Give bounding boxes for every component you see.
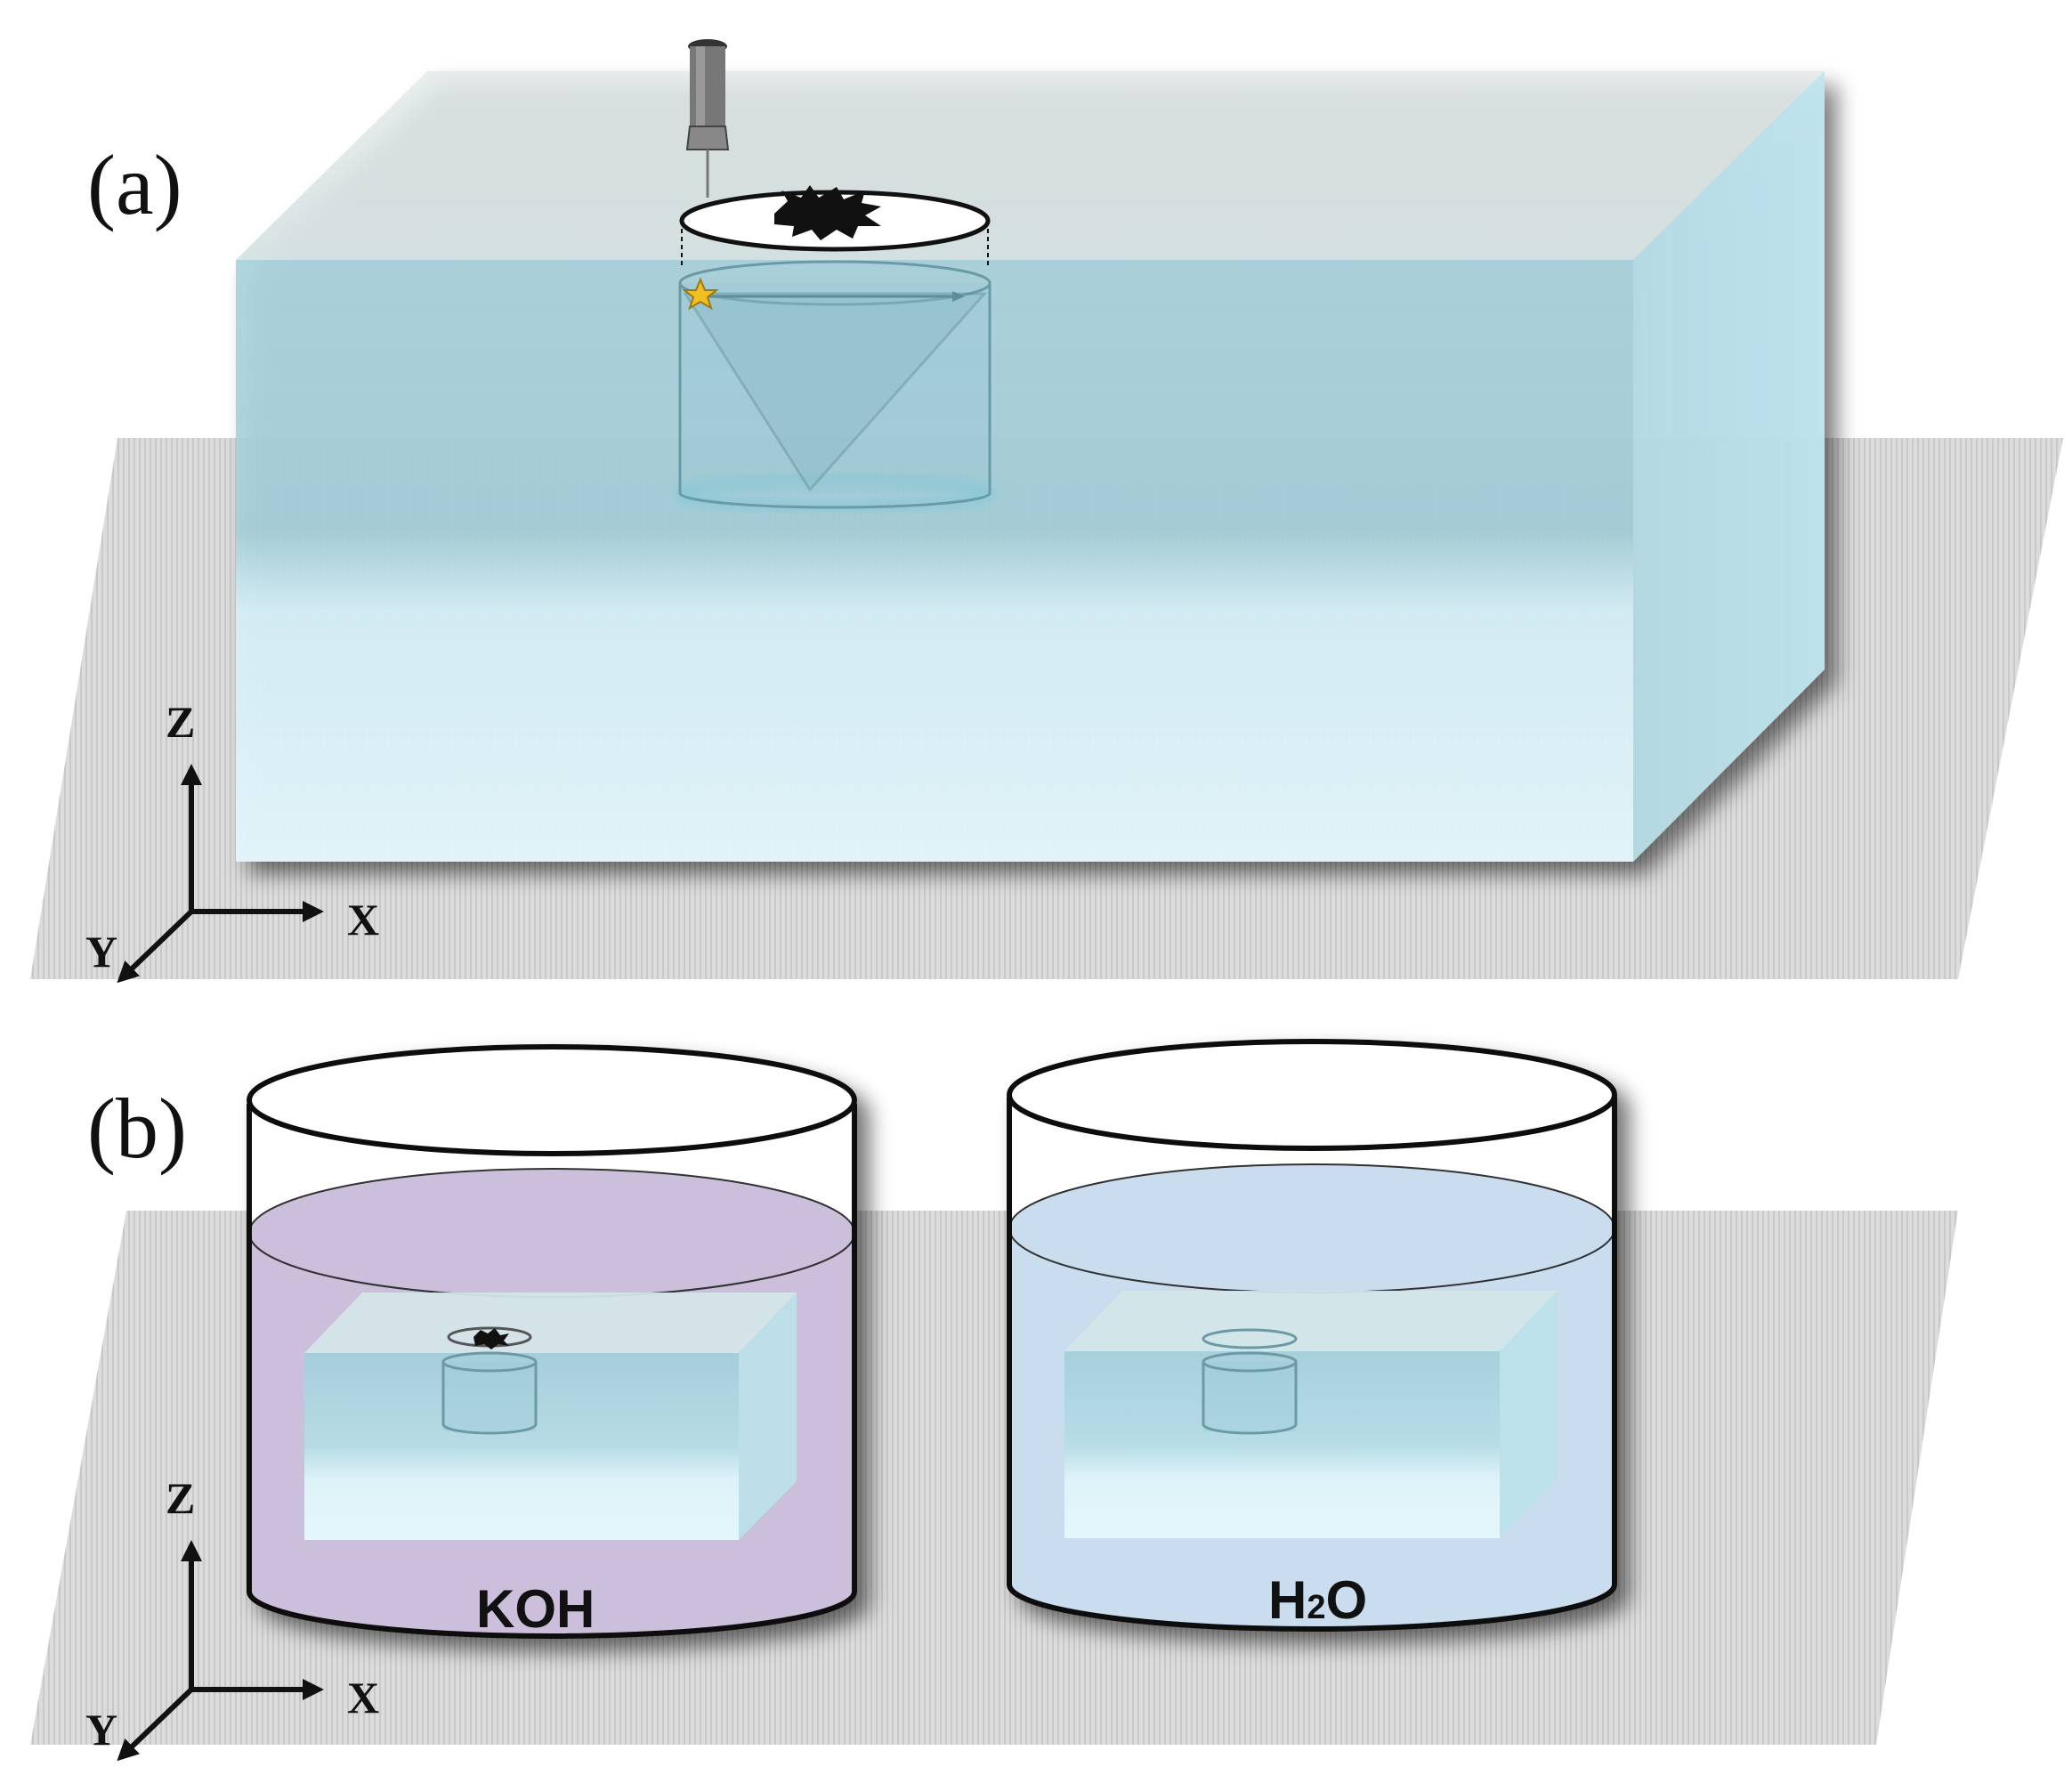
ablation-spot-icon <box>774 185 881 240</box>
block-top-face <box>236 71 1825 260</box>
axes-b: Z X Y <box>85 1473 379 1762</box>
small-block-right <box>1064 1291 1558 1538</box>
block-side-face <box>1633 71 1825 862</box>
laser-head-icon <box>685 39 730 198</box>
small-ablation-spot-icon <box>473 1328 509 1349</box>
axis-x-label: X <box>347 1673 379 1722</box>
axis-y-label: Y <box>85 1705 117 1755</box>
panel-b: KOH H2O (b) Z X Y <box>30 1039 1958 1762</box>
beaker-h2o-label: H2O <box>1268 1570 1367 1630</box>
axis-z-label: Z <box>166 697 195 747</box>
panel-a: (a) Z X Y <box>30 39 2063 984</box>
focus-star-icon <box>682 277 719 311</box>
panel-b-label: (b) <box>87 1081 187 1176</box>
substrate-block-a <box>236 71 1825 862</box>
ablated-cavity <box>676 185 994 512</box>
axis-x-label: X <box>347 895 379 944</box>
block-front-face <box>236 260 1633 862</box>
axis-y-label: Y <box>85 927 117 977</box>
panel-a-label: (a) <box>87 137 182 232</box>
beaker-koh-label: KOH <box>476 1579 595 1639</box>
axes-a: Z X Y <box>85 697 379 984</box>
small-block-left <box>304 1293 797 1540</box>
axis-z-label: Z <box>166 1473 195 1523</box>
